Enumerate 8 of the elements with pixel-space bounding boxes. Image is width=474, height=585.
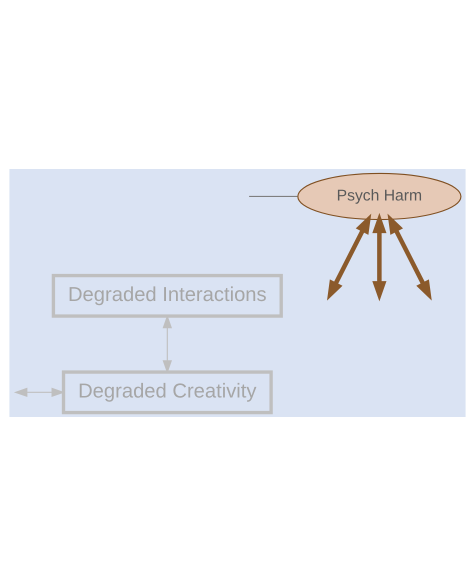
arrow [326, 213, 371, 300]
node-ellipse: Psych Harm [296, 172, 461, 220]
node-box: Degraded Interactions [51, 273, 282, 318]
node-box: Degraded Creativity [61, 370, 272, 414]
arrow [13, 387, 64, 397]
connector [248, 195, 297, 197]
arrow [372, 212, 386, 301]
arrow [387, 213, 432, 300]
